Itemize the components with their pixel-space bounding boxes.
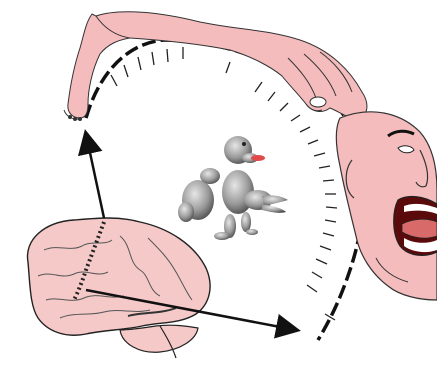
brain-drawing [27,218,210,358]
arrow-to-foot [86,134,104,218]
face-drawing [336,112,437,300]
motor-homunculus-figure [178,136,288,240]
hand-drawing [96,12,367,119]
